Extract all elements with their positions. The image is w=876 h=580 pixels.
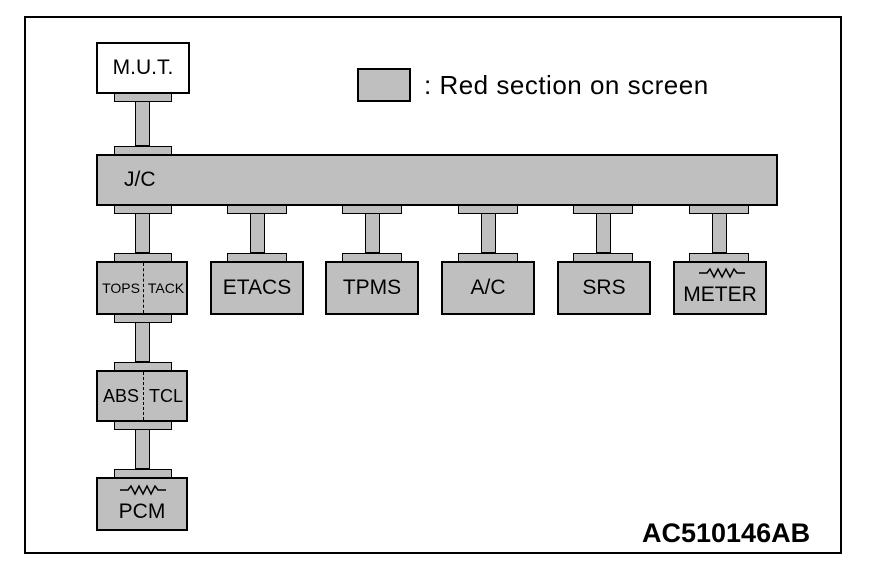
legend-swatch [357,68,411,102]
abs-tcl-divider [143,372,144,420]
abs-tcl-box: ABS TCL [96,370,188,422]
meter-label: METER [683,283,757,306]
jc-bus: J/C [96,154,778,206]
link-pcm [135,429,150,469]
srs-box: SRS [557,261,651,315]
tack-label: TACK [147,280,185,296]
mut-box: M.U.T. [96,42,190,94]
figure-id: AC510146AB [642,518,811,548]
link-tpms [365,213,380,253]
jc-label: J/C [124,168,156,191]
tpms-label: TPMS [342,276,402,299]
pcm-box: PCM [96,477,188,531]
mut-link [135,101,150,146]
link-srs [596,213,611,253]
tack-half: TACK [144,263,188,313]
pcm-resistor-icon [120,484,166,496]
tops-half: TOPS [98,263,144,313]
srs-label: SRS [582,276,626,299]
tops-label: TOPS [102,280,140,296]
ac-box: A/C [441,261,535,315]
link-tops-tack [135,213,150,253]
etacs-label: ETACS [222,276,292,299]
legend-text: : Red section on screen [424,70,709,100]
tpms-box: TPMS [325,261,419,315]
abs-half: ABS [98,372,144,420]
meter-resistor-icon [699,267,745,279]
ac-label: A/C [470,276,506,299]
link-abs-tcl [135,322,150,362]
etacs-box: ETACS [210,261,304,315]
pcm-label: PCM [118,500,166,523]
link-etacs [250,213,265,253]
tops-tack-box: TOPS TACK [96,261,188,315]
mut-label: M.U.T. [112,56,174,79]
tops-tack-divider [143,263,144,313]
link-ac [481,213,496,253]
abs-label: ABS [102,385,140,406]
meter-box: METER [673,261,767,315]
link-meter [712,213,727,253]
tcl-half: TCL [144,372,188,420]
tcl-label: TCL [148,385,183,406]
